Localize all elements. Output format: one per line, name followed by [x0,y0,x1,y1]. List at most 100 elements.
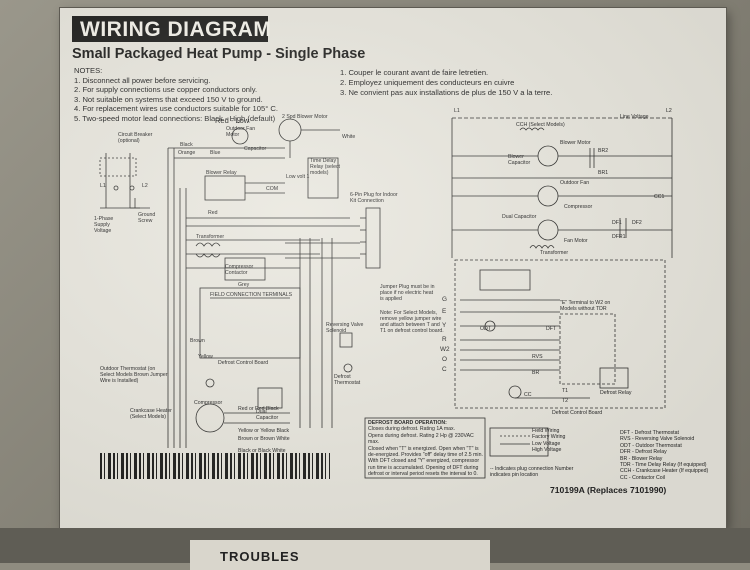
legend-item: High Voltage [532,447,562,454]
terminal-e: E [442,308,447,315]
wire-color-label: Red or Red Black [238,406,279,412]
time-delay-relay-label: Time Delay Relay (select models) [310,158,340,176]
cc1-label: CC1 [654,194,665,200]
terminal-g: G [442,296,447,303]
blower-motor-r-label: Blower Motor [560,140,591,146]
df2-label: DF2 [632,220,642,226]
wiring-legend: Field Wiring Factory Wiring Low Voltage … [532,428,565,454]
connection-note: -- Indicates plug connection Number indi… [490,466,574,479]
ground-screw-label: Ground Screw [138,212,156,224]
line-voltage-label: Line Voltage [620,114,649,120]
wire-color-label: Brown or Brown White [238,436,290,442]
defrost-relay-label: Defrost Relay [600,390,632,396]
r-l2-label: L2 [666,108,672,114]
defrost-operation-line: With DFT closed and "Y" energized, compr… [368,458,480,478]
dual-cap-r-label: Dual Capacitor [502,214,537,220]
t1-label: T1 [562,388,569,394]
title-bar [72,16,268,42]
note-item: 3. Not suitable on systems that exceed 1… [74,94,263,104]
legend-code: CCH - Crankcase Heater (If equipped) [620,468,709,475]
field-connection-label: FIELD CONNECTION TERMINALS [210,292,293,298]
transformer-r-label: Transformer [540,250,569,256]
defrost-operation-line: Opens during defrost. Rating 2 Hp @ 230V… [368,432,474,446]
terminal-l1-label: L1 [100,183,106,189]
br1-label: BR1 [598,170,609,176]
wire-color-label: Orange [178,150,196,156]
note-item-fr: 1. Couper le courant avant de faire letr… [340,68,489,77]
outdoor-fan-label: Outdoor Fan [560,180,590,186]
circuit-breaker-label: Circuit Breaker (optional) [118,132,153,144]
terminal-o: O [442,356,447,363]
capacitor-label: Capacitor [244,146,267,152]
wire-color-label: Brown [190,338,205,344]
defrost-operation-box: DEFROST BOARD OPERATION: Closes during d… [368,420,484,478]
df1-label: DF1 [612,220,622,226]
legend-item: Field Wiring [532,428,560,434]
supply-voltage-label: 1-Phase Supply Voltage [94,216,114,234]
defrost-operation-line: Closes during defrost. Rating 1A max. [368,426,456,433]
wire-color-label: Red [208,210,218,216]
terminal-r: R [442,336,447,343]
legend-code: RVS - Reversing Valve Solenoid [620,436,695,443]
outdoor-thermostat-label: Outdoor Thermostat (on Select Models Bro… [100,366,168,384]
note-item: 1. Disconnect all power before servicing… [74,75,211,85]
blower-capacitor-label: Blower Capacitor [508,154,531,166]
terminal-c: C [442,366,447,373]
reversing-valve-label: Reversing Valve Solenoid [326,322,364,334]
jumper-plug-note: Jumper Plug must be in place if no elect… [380,284,435,302]
wire-color-label: Grey [238,282,250,288]
legend-item: Factory Wiring [532,434,566,441]
com-terminal-label: COM [266,186,279,192]
dfr1-label: DFR1 [612,234,626,240]
legend-code: DFR - Defrost Relay [620,449,667,456]
defrost-board-label: Defrost Control Board [218,360,269,366]
wire-color-label: Black [180,142,193,148]
defrost-board-r-label: Defrost Control Board [552,410,603,416]
cch-label: CCH (Select Models) [516,122,565,128]
odt-label: ODT [480,326,491,332]
terminal-y: Y [442,322,447,329]
wiring-diagram-sheet: WIRING DIAGRAM Small Packaged Heat Pump … [60,8,726,528]
page-subtitle: Small Packaged Heat Pump - Single Phase [72,46,366,62]
defrost-thermostat-label: Defrost Thermostat [334,374,361,386]
br2-label: BR2 [598,148,609,154]
cc-label: CC [524,392,532,398]
notes-english: NOTES: 1. Disconnect all power before se… [74,66,278,124]
legend-item: Low Voltage [532,440,561,447]
dft-label: DFT [546,326,557,332]
rvs-label: RVS [532,354,543,360]
note-item: 4. For replacement wires use conductors … [74,104,278,114]
fan-motor-label: Fan Motor [564,238,588,244]
notes-french: 1. Couper le courant avant de faire letr… [340,68,552,98]
notes-heading: NOTES: [74,66,103,75]
page-title: WIRING DIAGRAM [80,18,272,41]
compressor-r-label: Compressor [564,204,593,210]
legend-code: DFT - Defrost Thermostat [620,430,679,436]
legend-code: BR - Blower Relay [620,455,663,462]
wiring-schematic [99,117,673,479]
blower-relay-label: Blower Relay [206,170,237,176]
note-item-fr: 3. Ne convient pas aux installations de … [340,88,553,97]
legend-code: ODT - Outdoor Thermostat [620,442,682,449]
r-l1-label: L1 [454,108,460,114]
note-item: 2. For supply connections use copper con… [74,85,258,95]
outdoor-fan-motor-label: Outdoor Fan Motor [226,126,256,138]
wire-color-label: Blue [210,150,221,156]
legend-code: CC - Contactor Coil [620,474,665,481]
terminal-l2-label: L2 [142,183,148,189]
defrost-operation-heading: DEFROST BOARD OPERATION: [368,420,447,426]
wire-color-label: Yellow [198,354,213,360]
wire-color-label: Black or Black White [238,448,286,454]
e-terminal-note: "E" Terminal to W2 on Models without TDR [560,300,611,312]
compressor-label: Compressor [194,400,223,406]
defrost-operation-line: Closed when "T" is energized. Open when … [368,445,483,459]
note-item: 5. Two-speed motor lead connections: Bla… [74,113,276,123]
br-label: BR [532,370,540,376]
terminal-w2: W2 [440,346,450,353]
next-sheet-heading: TROUBLES [220,549,300,564]
compressor-contactor-label: Compressor Contactor [225,264,254,276]
abbreviation-legend: DFT - Defrost Thermostat RVS - Reversing… [620,430,708,481]
wire-color-label: Yellow or Yellow Black [238,428,290,434]
note-item-fr: 2. Employez uniquement des conducteurs e… [340,78,515,87]
legend-code: TDR - Time Delay Relay (If equipped) [620,462,707,469]
